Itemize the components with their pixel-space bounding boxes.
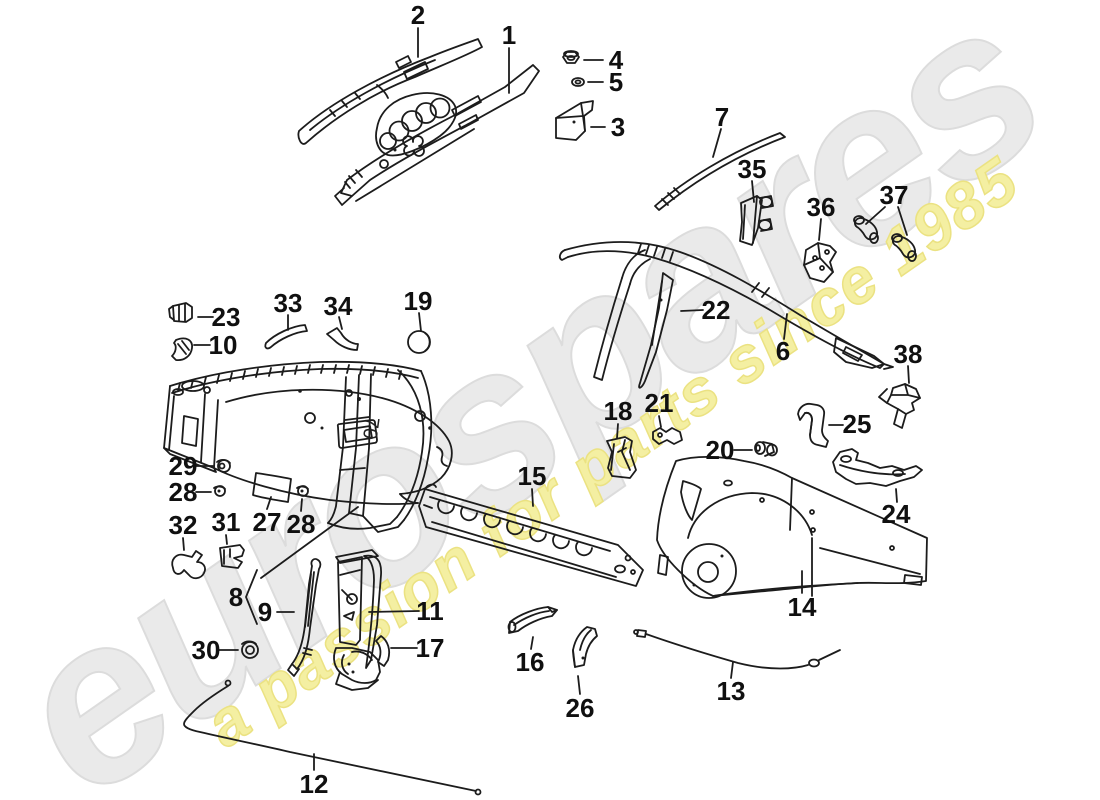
part-2-drawing (297, 38, 483, 145)
part-label-34[interactable]: 34 (323, 291, 353, 321)
part-label-33[interactable]: 33 (273, 288, 303, 318)
part-label-4[interactable]: 4 (608, 45, 624, 75)
part-label-9[interactable]: 9 (257, 597, 273, 627)
part-label-2[interactable]: 2 (410, 0, 426, 30)
part-label-28b[interactable]: 28 (286, 509, 316, 539)
part-32-drawing (171, 550, 206, 580)
part-25-drawing (797, 402, 829, 448)
part-17-drawing (375, 635, 391, 667)
part-35-drawing (739, 195, 774, 246)
part-label-20[interactable]: 20 (705, 435, 735, 465)
part-label-11[interactable]: 11 (416, 596, 444, 626)
part-label-5[interactable]: 5 (608, 67, 624, 97)
part-15-drawing (418, 483, 644, 587)
part-label-12[interactable]: 12 (299, 769, 329, 799)
part-30-drawing (241, 640, 259, 659)
part-28a-drawing (213, 485, 226, 497)
part-27-drawing (252, 472, 292, 503)
part-7-drawing (654, 132, 786, 211)
part-5-drawing (571, 77, 585, 87)
cowl-panel-drawing (163, 360, 453, 533)
part-22-drawing (638, 272, 674, 389)
part-label-36[interactable]: 36 (806, 192, 836, 222)
handwritten-note: 70 (358, 415, 383, 441)
part-label-16[interactable]: 16 (515, 647, 545, 677)
part-label-37[interactable]: 37 (879, 180, 909, 210)
part-label-13[interactable]: 13 (716, 676, 746, 706)
part-label-19[interactable]: 19 (403, 286, 433, 316)
leader-lines (182, 27, 910, 771)
part-37-drawing (853, 215, 917, 262)
part-label-17[interactable]: 17 (415, 633, 445, 663)
part-label-25[interactable]: 25 (842, 409, 872, 439)
part-label-28[interactable]: 28 (168, 477, 198, 507)
part-12-drawing (183, 679, 482, 796)
part-label-32[interactable]: 32 (168, 510, 198, 540)
part-33-drawing (264, 324, 308, 350)
part-label-29[interactable]: 29 (168, 451, 198, 481)
part-26-drawing (572, 626, 598, 668)
part-18-drawing (606, 436, 637, 479)
part-24-drawing (832, 448, 923, 487)
part-11-drawing (333, 549, 382, 691)
part-label-31[interactable]: 31 (211, 507, 241, 537)
part-label-22[interactable]: 22 (701, 295, 731, 325)
part-23-drawing (168, 302, 193, 323)
part-label-3[interactable]: 3 (610, 112, 626, 142)
part-31-drawing (219, 544, 245, 569)
part-34-drawing (326, 327, 359, 351)
part-13-drawing (633, 629, 841, 670)
part-label-21[interactable]: 21 (644, 388, 674, 418)
part-19-drawing (407, 330, 431, 354)
part-3-drawing (555, 100, 594, 141)
part-10-drawing (171, 337, 193, 361)
part-38-drawing (878, 383, 921, 429)
part-label-15[interactable]: 15 (517, 461, 547, 491)
part-36-drawing (803, 242, 837, 283)
part-21-drawing (652, 427, 683, 445)
part-label-38[interactable]: 38 (893, 339, 923, 369)
part-16-drawing (507, 606, 558, 634)
part-1-drawing (334, 64, 540, 206)
part-label-23[interactable]: 23 (211, 302, 241, 332)
part-label-1[interactable]: 1 (501, 20, 517, 50)
part-label-35[interactable]: 35 (737, 154, 767, 184)
part-label-30[interactable]: 30 (191, 635, 221, 665)
part-label-7[interactable]: 7 (714, 102, 730, 132)
part-label-24[interactable]: 24 (881, 499, 911, 529)
part-label-26[interactable]: 26 (565, 693, 595, 723)
part-4-drawing (562, 50, 580, 64)
part-6-drawing (558, 241, 894, 381)
part-label-10[interactable]: 10 (208, 330, 238, 360)
part-20-drawing (754, 441, 778, 457)
part-label-14[interactable]: 14 (787, 592, 817, 622)
part-9-drawing (287, 558, 322, 677)
part-14-drawing (656, 455, 928, 599)
part-label-27[interactable]: 27 (252, 507, 282, 537)
part-label-6[interactable]: 6 (775, 336, 791, 366)
part-label-8[interactable]: 8 (228, 582, 244, 612)
part-label-18[interactable]: 18 (603, 396, 633, 426)
